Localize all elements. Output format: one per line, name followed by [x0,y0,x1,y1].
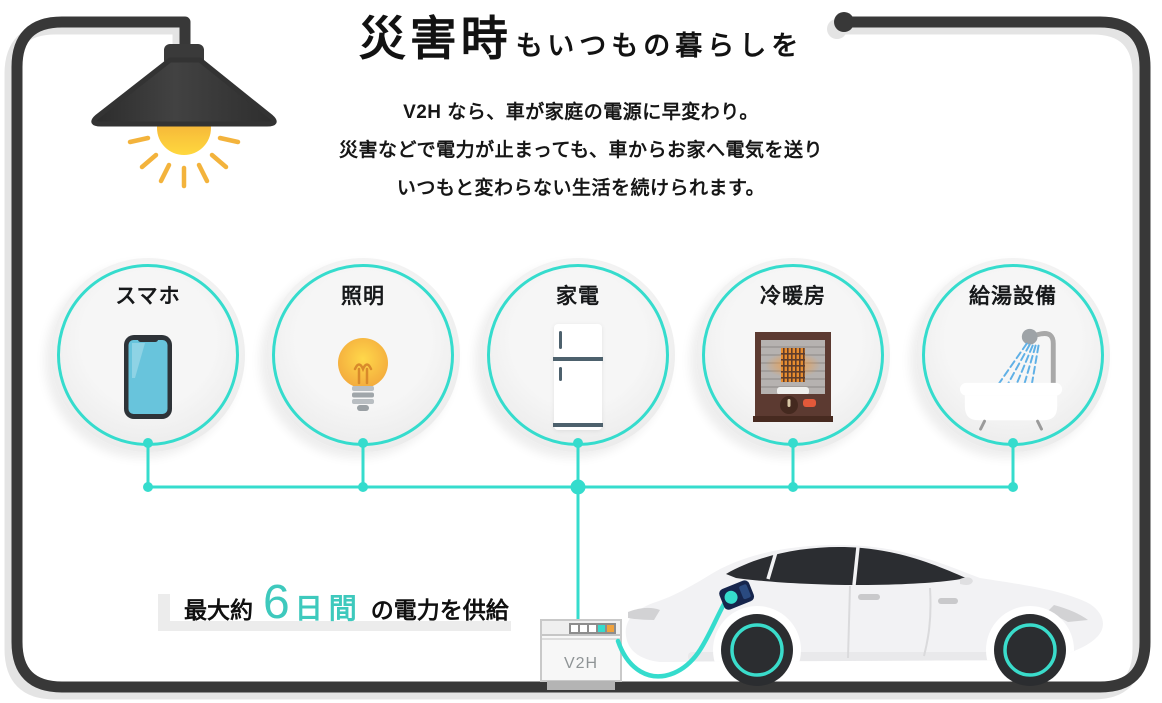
car-wheel [721,614,793,686]
appliance-label: 給湯設備 [969,285,1057,308]
appliance-label: 家電 [556,285,600,308]
page-title-sub: もいつもの暮らしを [515,31,804,61]
v2h-divider [542,638,620,640]
v2h-base [547,681,615,690]
appliance-circle-smartphone: スマホ [51,258,245,452]
appliance-circle-heating-cooling: 冷暖房 [696,258,890,452]
refrigerator-icon [553,324,603,430]
badge-prefix: 最大約 [184,597,253,623]
page-title: 災害時もいつもの暮らしを [0,0,1162,69]
badge-number: 6 [263,576,290,629]
appliance-label: 冷暖房 [760,285,826,308]
frame-end-dot [834,12,854,32]
appliance-circle-home-appliances: 家電 [481,258,675,452]
v2h-label: V2H [563,655,599,672]
v2h-indicator-lights [569,623,616,634]
electric-car-illustration [625,545,1103,686]
appliance-label: 照明 [341,285,385,308]
description: V2H なら、車が家庭の電源に早変わり。 災害などで電力が止まっても、車からお家… [0,94,1162,208]
smartphone-icon [124,335,172,419]
car-wheel [994,614,1066,686]
pendant-lamp-icon [91,44,277,189]
appliance-label: スマホ [115,285,181,308]
description-line: 災害などで電力が止まっても、車からお家へ電気を送り [339,140,823,161]
charge-connector-icon [719,580,755,610]
heater-icon [753,332,833,422]
bathtub-shower-icon [959,328,1063,431]
description-line: V2H なら、車が家庭の電源に早変わり。 [403,102,759,123]
power-supply-badge: 最大約 6 日間 の電力を供給 [170,576,523,629]
badge-suffix: の電力を供給 [370,597,509,623]
v2h-unit: V2H [540,619,622,682]
page-title-main: 災害時 [358,12,512,65]
lightbulb-icon [338,338,388,411]
badge-unit: 日間 [294,593,363,624]
description-line: いつもと変わらない生活を続けられます。 [396,178,766,199]
